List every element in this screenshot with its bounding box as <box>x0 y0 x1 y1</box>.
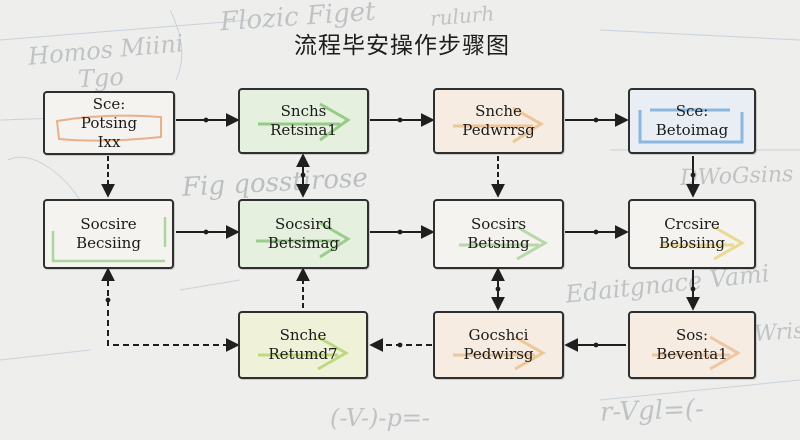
step-box-11-line2: Beventa1 <box>656 345 728 363</box>
step-box-5-line2: Becsiing <box>76 234 141 252</box>
step-box-2-line1: Snchs <box>280 102 327 120</box>
step-box-11: Sos: Beventa1 <box>628 311 756 379</box>
step-box-1-line2: Potsing <box>80 113 138 132</box>
background-note-9: (-V-)-p=- <box>330 404 431 432</box>
step-box-9-line2: Retumd7 <box>268 345 338 363</box>
step-box-5: Socsire Becsiing <box>43 199 174 269</box>
step-box-10: Gocshci Pedwirsg <box>433 311 564 379</box>
step-box-6-line2: Betsimag <box>267 234 340 252</box>
step-box-7-line1: Socsirs <box>470 215 527 233</box>
step-box-10-line1: Gocshci <box>468 326 529 344</box>
step-box-4: Sce: Betoimag <box>628 88 756 154</box>
arrow-loop <box>101 267 240 352</box>
step-box-8-line2: Bebsiing <box>658 234 726 252</box>
diagram-title: 流程毕安操作步骤图 <box>294 33 510 59</box>
step-box-1-line1: Sce: <box>92 94 126 113</box>
step-box-5-line1: Socsire <box>80 215 137 233</box>
step-box-2: Snchs Retsina1 <box>238 88 369 154</box>
step-box-4-line2: Betoimag <box>655 121 729 139</box>
step-box-3-line1: Snche <box>475 102 522 120</box>
step-box-3-line2: Pedwrrsg <box>462 121 535 139</box>
step-box-10-line2: Pedwirsg <box>463 345 534 363</box>
step-box-7: Socsirs Betsimg <box>433 199 564 269</box>
step-box-6: Socsird Betsimag <box>238 199 369 269</box>
step-box-8-line1: Crcsire <box>664 215 720 233</box>
step-box-7-line2: Betsimg <box>467 234 530 252</box>
step-box-8: Crcsire Bebsiing <box>628 199 756 269</box>
step-box-3: Snche Pedwrrsg <box>433 88 564 154</box>
step-box-9-line1: Snche <box>279 326 327 344</box>
step-box-11-line1: Sos: <box>675 326 709 344</box>
step-box-1: Sce: Potsing Ixx <box>43 91 175 155</box>
step-box-1-line3: Ixx <box>97 132 121 151</box>
step-box-2-line2: Retsina1 <box>270 121 337 139</box>
step-box-6-line1: Socsird <box>275 215 332 233</box>
step-box-4-line1: Sce: <box>675 102 709 120</box>
step-box-9: Snche Retumd7 <box>238 311 368 379</box>
